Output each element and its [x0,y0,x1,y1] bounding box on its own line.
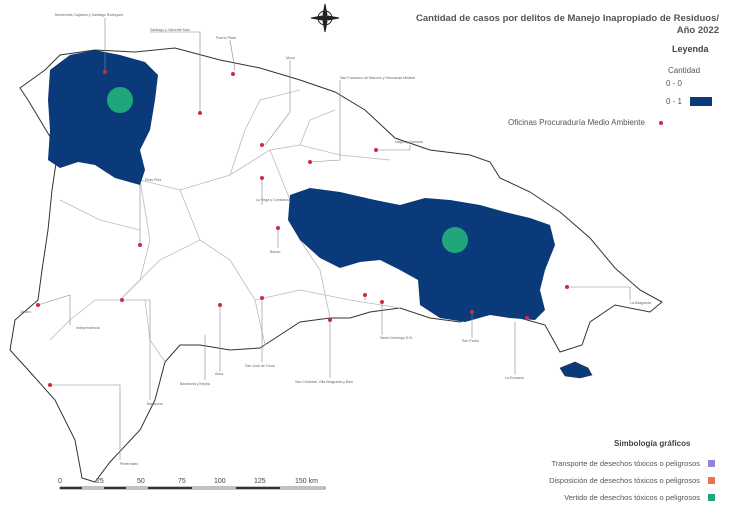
scale-label: 125 [254,478,266,485]
place-label: Barahona y Neyba [180,382,210,386]
scale-label: 150 km [295,478,318,485]
map-title: Cantidad de casos por delitos de Manejo … [359,13,719,37]
scale-label: 0 [58,478,62,485]
legend-range-1: 0 - 1 [666,97,713,106]
office-dot-icon [658,120,663,125]
scale-label: 100 [214,478,226,485]
place-label: La Vega y Constanza [256,198,291,202]
place-label: Bonao [270,250,281,254]
symbology-item-1: Disposición de desechos tóxicos o peligr… [549,476,715,485]
place-label: Azua [215,372,224,376]
place-label: Santiago y Valverde Mao [150,28,190,32]
scale-bar [59,486,326,490]
compass-icon [310,3,340,33]
scale-label: 75 [178,478,186,485]
place-label: Jimaní [20,310,31,314]
symbology-swatch [708,460,715,467]
legend-range-label: 0 - 1 [666,97,683,106]
map-title-line2: Año 2022 [676,25,719,36]
symbology-swatch [708,477,715,484]
vertido-symbol-east [442,227,468,253]
place-label: Moca [286,56,295,60]
place-label: Montecristi, Dajabón y Santiago Rodrígue… [55,13,124,17]
map-title-line1: Cantidad de casos por delitos de Manejo … [416,13,719,24]
province-northwest [48,50,158,185]
place-label: Elías Piña [145,178,162,182]
place-label: San Cristóbal, Villa Altagracia y Baní [295,380,354,384]
legend-range-swatch [690,97,713,106]
symbology-item-0: Transporte de desechos tóxicos o peligro… [551,459,715,468]
legend-title: Leyenda [672,44,709,54]
symbology-swatch [708,494,715,501]
legend-range-0: 0 - 0 [666,79,713,88]
place-label: Santo Domingo D.N. [380,336,413,340]
legend-subtitle: Cantidad [668,66,701,75]
place-label: Baharona [147,402,163,406]
scale-label: 50 [137,478,145,485]
island-saona [559,361,593,379]
symbology-item-2: Vertido de desechos tóxicos o peligrosos [564,493,715,502]
place-label: La Romana [505,376,524,380]
place-label: San Francisco de Macorís y Hermanas Mira… [340,76,415,80]
place-label: Nagua y Samaná [395,140,423,144]
place-label: Puerto Plata [216,36,236,40]
scale-label: 25 [96,478,104,485]
legend-office: Oficinas Procuraduría Medio Ambiente [508,118,663,127]
vertido-symbol-northwest [107,87,133,113]
legend-office-label: Oficinas Procuraduría Medio Ambiente [508,118,645,127]
place-label: San Pedro [462,339,479,343]
place-label: La Altagracia [630,301,651,305]
office-markers [36,70,569,387]
place-label: Pedernales [120,462,139,466]
place-label: San José de Ocoa [245,364,275,368]
leader-lines [37,18,631,460]
province-east [288,188,555,322]
symbology-label: Disposición de desechos tóxicos o peligr… [549,476,700,485]
legend-range-label: 0 - 0 [666,79,683,88]
symbology-label: Transporte de desechos tóxicos o peligro… [551,459,700,468]
legend-range-swatch [690,79,713,88]
symbology-label: Vertido de desechos tóxicos o peligrosos [564,493,700,502]
symbology-title: Simbología gráficos [614,439,691,448]
place-label: Independencia [76,326,100,330]
